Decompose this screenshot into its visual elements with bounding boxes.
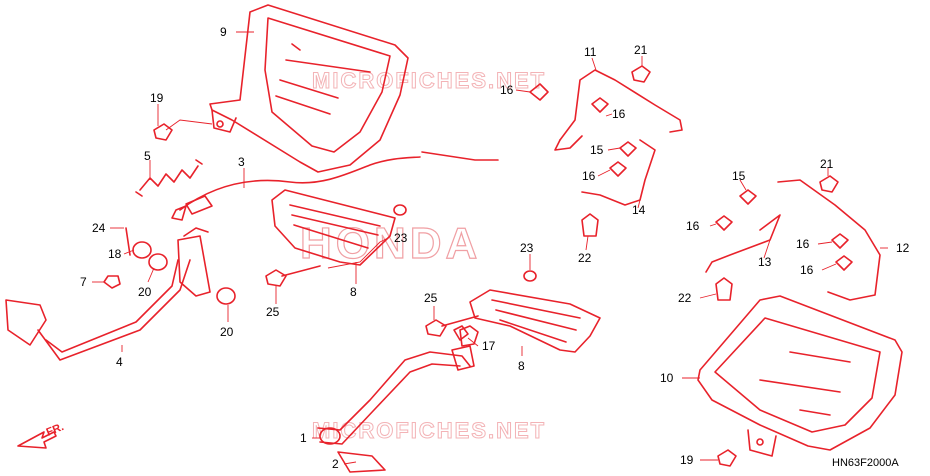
callout-9: 9 (220, 25, 227, 39)
watermark-honda: HONDA (300, 219, 481, 268)
callout-16a: 16 (500, 83, 514, 97)
callout-4: 4 (116, 355, 123, 369)
front-arrow-icon (17, 431, 57, 449)
part-8-footpeg-upper (271, 189, 407, 266)
part-10-guard (697, 295, 903, 457)
part-9-guard (209, 4, 409, 173)
callout-12: 12 (896, 241, 910, 255)
callout-15: 15 (590, 143, 604, 157)
callout-19: 19 (150, 91, 164, 105)
callout-22b: 22 (678, 291, 692, 305)
part-4-brake-pedal (5, 227, 211, 361)
part-25-bolts (265, 265, 479, 337)
callout-16e: 16 (796, 237, 810, 251)
callout-17: 17 (482, 339, 496, 353)
callout-21: 21 (634, 43, 648, 57)
watermark-bottom: MICROFICHES.NET (312, 418, 546, 443)
callout-23b: 23 (520, 241, 534, 255)
callout-8: 8 (350, 285, 357, 299)
callout-7: 7 (80, 275, 87, 289)
callout-24: 24 (92, 221, 106, 235)
callout-22: 22 (578, 251, 592, 265)
callout-16b: 16 (612, 107, 626, 121)
diagram-code: HN63F2000A (832, 457, 899, 469)
callout-labels: 9 19 5 3 24 18 7 20 4 20 25 23 8 1 2 11 … (80, 25, 910, 471)
callout-14: 14 (632, 203, 646, 217)
callout-3: 3 (238, 155, 245, 169)
callout-10: 10 (660, 371, 674, 385)
callout-11: 11 (584, 45, 597, 59)
callout-1: 1 (300, 431, 307, 445)
front-direction-indicator: FR. (17, 421, 66, 449)
callout-25: 25 (266, 305, 280, 319)
callout-16f: 16 (800, 263, 814, 277)
callout-21b: 21 (820, 157, 834, 171)
callout-8b: 8 (518, 359, 525, 373)
callout-2: 2 (332, 457, 339, 471)
right-brackets (554, 69, 881, 301)
part-5-spring (135, 159, 203, 197)
watermark-top: MICROFICHES.NET (312, 68, 546, 93)
callout-18: 18 (108, 247, 122, 261)
part-3-cable (171, 151, 499, 221)
callout-16c: 16 (582, 169, 596, 183)
callout-15b: 15 (732, 169, 746, 183)
right-fasteners (153, 65, 853, 467)
callout-23: 23 (394, 231, 408, 245)
callout-20: 20 (138, 285, 152, 299)
callout-5: 5 (144, 149, 151, 163)
leader-lines (92, 31, 888, 465)
small-parts-left (103, 227, 236, 305)
part-8-footpeg-lower (469, 270, 601, 353)
callout-25b: 25 (424, 291, 438, 305)
callout-13: 13 (758, 255, 772, 269)
callout-16d: 16 (686, 219, 700, 233)
front-direction-label: FR. (45, 421, 66, 439)
part-1-shift-lever (317, 325, 479, 473)
callout-19b: 19 (680, 453, 694, 467)
callout-20b: 20 (220, 325, 234, 339)
